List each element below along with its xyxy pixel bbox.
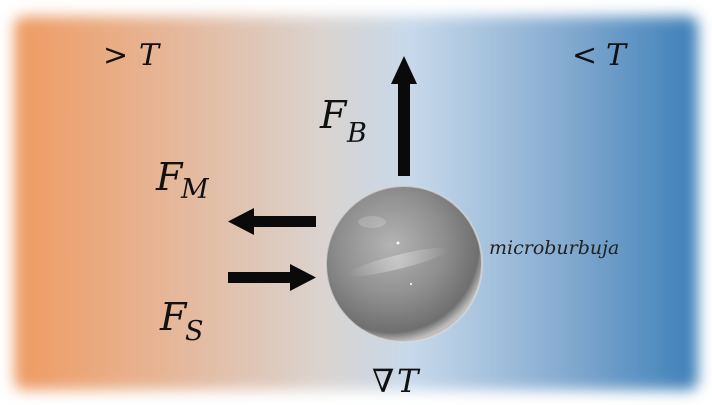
arrow-right-icon [228,264,316,291]
stokes-force-subscript: S [185,316,204,347]
hot-side-label: > T [103,38,161,73]
cold-side-label: < T [572,38,628,73]
hot-side-temperature: T [139,38,161,73]
buoyancy-force-label: F B [319,93,367,149]
temperature-gradient-label: ∇ T [372,362,421,400]
microbubble-label: microburbuja [489,237,619,259]
sphere-icon [325,185,483,343]
marangoni-force-subscript: M [180,174,210,205]
nabla-symbol: ∇ [372,362,394,400]
marangoni-force-label: F M [155,155,210,205]
cold-side-temperature: T [606,38,628,73]
arrow-left-icon [228,208,316,235]
less-than-sign: < [572,38,597,73]
buoyancy-force-symbol: F [319,93,348,137]
greater-than-sign: > [103,38,128,73]
gradient-temperature: T [397,362,421,400]
buoyancy-force-subscript: B [346,118,367,149]
arrow-up-icon [391,56,417,176]
marangoni-force-symbol: F [155,155,184,199]
stokes-force-symbol: F [159,295,188,339]
stokes-force-label: F S [159,295,204,347]
